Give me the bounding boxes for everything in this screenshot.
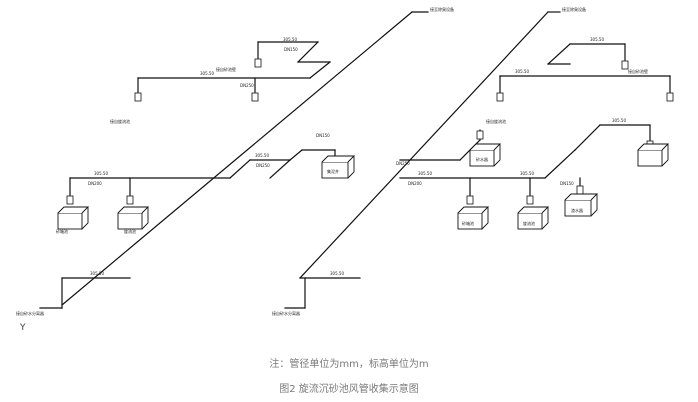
branch-note: 接自旋流池 [110, 119, 130, 124]
pipe-size: DN250 [240, 83, 254, 88]
pipe-size: DN250 [396, 161, 410, 166]
branch-note: 接自砂池壁 [628, 69, 648, 74]
equipment-box-right-c [517, 206, 550, 230]
equipment-box-center [321, 155, 356, 179]
equipment-label: 砂箱池 [462, 221, 474, 226]
pipe-size: DN150 [316, 133, 330, 138]
elev-label: 305.50 [515, 69, 529, 74]
duct-main-left [61, 11, 413, 306]
equipment-box-right-a [469, 143, 502, 167]
elev-label: 305.50 [330, 271, 344, 276]
equipment-label: 集泥井 [327, 169, 339, 174]
elev-label: 305.50 [590, 37, 604, 42]
elev-label: 305.50 [612, 118, 626, 123]
pipe-size: DN250 [256, 163, 270, 168]
equipment-label: 渣水器 [571, 208, 583, 213]
elev-label: 305.50 [90, 271, 104, 276]
equipment-box-right-d [564, 193, 599, 217]
axis-label: Y [20, 323, 26, 333]
outlet-label-left: 接至除臭设备 [430, 7, 454, 12]
equipment-box-right-e [637, 143, 670, 167]
equipment-label: 砂水器 [476, 157, 488, 162]
pipe-size: DN200 [408, 181, 422, 186]
pipe-size: DN200 [88, 181, 102, 186]
equipment-label: 旋流池 [523, 221, 535, 226]
equipment-box-left-b [117, 206, 150, 230]
duct-main-right [299, 11, 549, 279]
equipment-box-left-a [57, 206, 90, 230]
figure-caption: 图2 旋流沉砂池风管收集示意图 [279, 384, 419, 395]
elev-label: 305.50 [418, 171, 432, 176]
elev-label: 305.50 [255, 153, 269, 158]
units-note: 注：管径单位为mm，标高单位为m [269, 359, 429, 370]
equipment-label: 旋流池 [124, 229, 136, 234]
elev-label: 305.50 [520, 171, 534, 176]
pipe-size: DN150 [284, 47, 298, 52]
elev-label: 305.50 [200, 71, 214, 76]
branch-note: 接自旋流池 [486, 119, 506, 124]
branch-note: 接自砂池壁 [216, 67, 236, 72]
equipment-box-right-b [457, 206, 490, 230]
equipment-label: 砂箱池 [56, 229, 68, 234]
elev-label: 305.50 [283, 37, 297, 42]
outlet-label-right: 接至除臭设备 [562, 7, 586, 12]
elev-label: 305.50 [94, 171, 108, 176]
pipe-size: DN150 [560, 181, 574, 186]
branch-note: 接自砂水分离器 [16, 311, 44, 316]
branch-note: 接自砂水分离器 [272, 311, 300, 316]
